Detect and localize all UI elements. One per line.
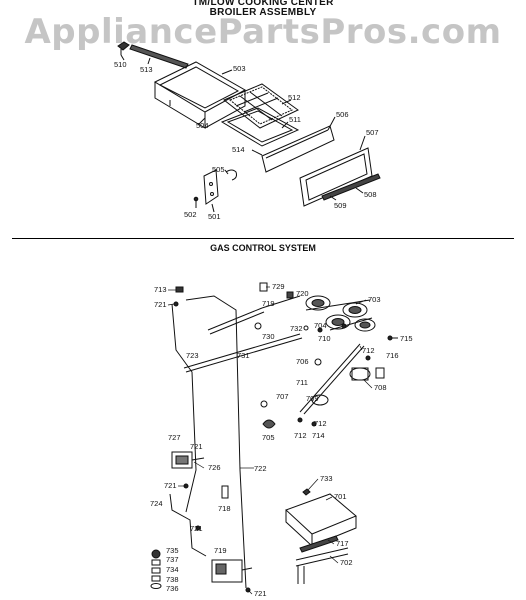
label-730: 730 <box>262 332 275 341</box>
label-707: 707 <box>276 392 289 401</box>
label-711: 711 <box>296 378 308 387</box>
label-726: 726 <box>208 463 221 472</box>
part-510-shape <box>117 41 130 55</box>
watermark: AppliancePartsPros.com <box>24 12 502 52</box>
part-512-grid-shape <box>223 83 299 129</box>
label-738: 738 <box>166 575 179 584</box>
label-735: 735 <box>166 546 179 555</box>
label-721-lower: 721 <box>190 524 203 533</box>
label-501: 501 <box>208 212 221 221</box>
label-723: 723 <box>186 351 199 360</box>
label-705: 705 <box>262 433 275 442</box>
part-702-tube-shape <box>295 547 349 584</box>
part-733-shape <box>302 488 311 496</box>
part-729-shape <box>259 282 268 292</box>
label-727: 727 <box>168 433 181 442</box>
part-502-screw-shape <box>193 196 199 208</box>
label-512: 512 <box>288 93 301 102</box>
part-506-panel-shape <box>261 125 335 173</box>
part-708-valve-shape <box>349 367 371 381</box>
label-502: 502 <box>184 210 197 219</box>
part-507-door-shape <box>299 147 373 207</box>
label-709: 709 <box>306 394 319 403</box>
label-507: 507 <box>366 128 379 137</box>
label-510: 510 <box>114 60 127 69</box>
label-712-b: 712 <box>314 419 327 428</box>
part-717-shape <box>299 535 339 553</box>
label-733: 733 <box>320 474 333 483</box>
label-719-bottom: 719 <box>214 546 227 555</box>
label-514: 514 <box>232 145 245 154</box>
label-504: 504 <box>196 121 209 130</box>
label-732: 732 <box>290 324 303 333</box>
label-710: 710 <box>318 334 331 343</box>
label-721-low: 721 <box>164 481 177 490</box>
assembly-title: BROILER ASSEMBLY <box>209 7 317 18</box>
label-708: 708 <box>374 383 387 392</box>
label-719-top: 719 <box>262 299 275 308</box>
label-721-mid: 721 <box>190 442 203 451</box>
label-503: 503 <box>233 64 246 73</box>
part-703-burner-shape <box>305 295 376 332</box>
label-717: 717 <box>336 539 349 548</box>
label-703: 703 <box>368 295 381 304</box>
label-714: 714 <box>312 431 325 440</box>
page-title: TM/LOW COOKING CENTER <box>192 0 334 8</box>
part-709-shape <box>311 394 329 406</box>
label-731: 731 <box>237 351 250 360</box>
label-712-c: 712 <box>294 431 307 440</box>
label-712-a: 712 <box>362 346 375 355</box>
part-503-drawer-shape <box>153 61 247 129</box>
label-509: 509 <box>334 201 347 210</box>
label-737: 737 <box>166 555 179 564</box>
part-505-clip-shape <box>225 169 237 181</box>
label-721-top: 721 <box>154 300 167 309</box>
part-719-valve-shape <box>211 559 253 583</box>
label-716: 716 <box>386 351 399 360</box>
part-508-handle-shape <box>321 173 381 201</box>
part-724-tube-shape <box>169 493 207 557</box>
part-716-shape <box>375 367 385 379</box>
label-505: 505 <box>212 165 225 174</box>
part-718-shape <box>221 485 229 499</box>
part-713-shape <box>175 286 184 293</box>
section-divider <box>12 238 514 239</box>
part-511-pan-shape <box>220 107 300 147</box>
label-706: 706 <box>296 357 309 366</box>
label-715: 715 <box>400 334 413 343</box>
part-735-738-stack-shape <box>150 549 162 589</box>
section-title-gas-control: GAS CONTROL SYSTEM <box>210 243 316 253</box>
label-721-bottom: 721 <box>254 589 267 598</box>
label-713: 713 <box>154 285 167 294</box>
label-724: 724 <box>150 499 163 508</box>
label-734: 734 <box>166 565 179 574</box>
label-736: 736 <box>166 584 179 593</box>
part-723-tube-shape <box>183 333 303 373</box>
label-513: 513 <box>140 65 153 74</box>
label-720: 720 <box>296 289 309 298</box>
label-506: 506 <box>336 110 349 119</box>
part-721-fittings-shape <box>173 301 251 593</box>
label-701: 701 <box>334 492 347 501</box>
part-501-bracket-shape <box>203 169 219 205</box>
label-722: 722 <box>254 464 267 473</box>
part-705-shape <box>262 419 276 429</box>
label-511: 511 <box>289 115 301 124</box>
part-722-pipe-shape <box>171 295 247 589</box>
part-727-regulator-shape <box>171 451 205 469</box>
part-731-manifold-shape <box>207 295 301 335</box>
label-718: 718 <box>218 504 231 513</box>
label-704: 704 <box>314 321 327 330</box>
label-702: 702 <box>340 558 353 567</box>
part-715-shape <box>387 335 398 341</box>
part-513-rod-shape <box>129 44 189 69</box>
part-720-shape <box>286 291 294 299</box>
part-misc-small-shapes <box>254 322 371 427</box>
part-711-tube-shape <box>299 343 365 415</box>
label-508: 508 <box>364 190 377 199</box>
label-729: 729 <box>272 282 285 291</box>
